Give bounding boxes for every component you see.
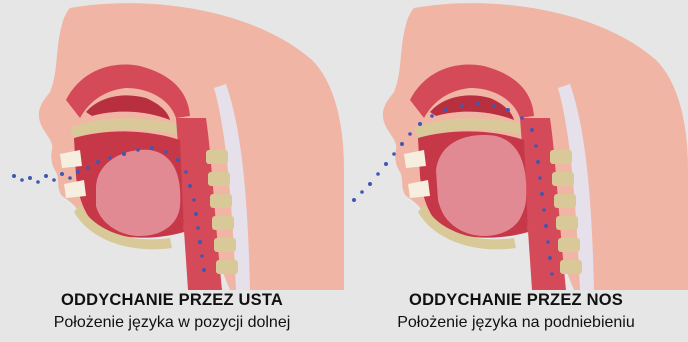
panel-subtitle: Położenie języka na podniebieniu [344, 314, 688, 332]
panel-title: ODDYCHANIE PRZEZ USTA [0, 291, 344, 310]
head-cross-section-mouth [0, 0, 344, 290]
head-cross-section-nose [344, 0, 688, 290]
panel-nose-breathing: ODDYCHANIE PRZEZ NOS Położenie języka na… [344, 0, 688, 342]
panel-subtitle: Położenie języka w pozycji dolnej [0, 314, 344, 332]
panel-title: ODDYCHANIE PRZEZ NOS [344, 291, 688, 310]
panel-mouth-breathing: ODDYCHANIE PRZEZ USTA Położenie języka w… [0, 0, 344, 342]
